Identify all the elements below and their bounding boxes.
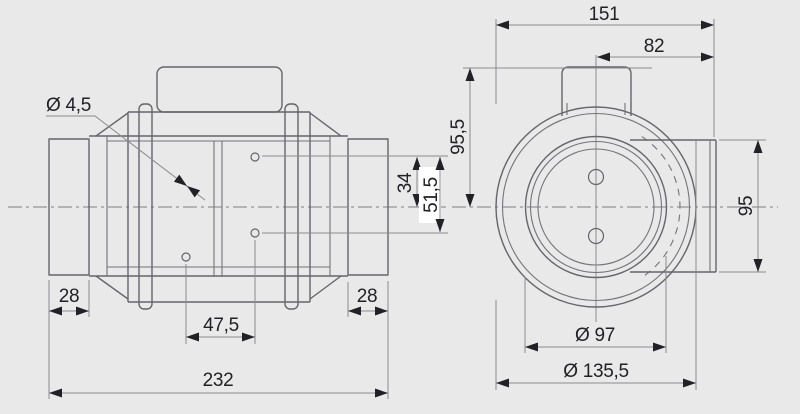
mounting-hole-upper (250, 152, 260, 162)
dim-bracket-hole-spacing-label: 47,5 (203, 315, 239, 336)
duct-spigot (630, 139, 717, 273)
hole-diameter-leader (46, 115, 206, 201)
motor-screw-lower (587, 227, 605, 245)
hole-extension-lines (185, 155, 448, 344)
housing-seam (213, 141, 223, 277)
dim-inlet-diameter-label: Ø 97 (575, 325, 615, 346)
junction-box-front (561, 66, 632, 116)
body-extension-lines (495, 140, 697, 390)
length-extension-lines (48, 280, 389, 399)
clamp-band-left (138, 103, 153, 310)
dim-box-top-to-axis-label: 95,5 (448, 119, 469, 155)
front-view: 151 82 95,5 95 Ø 97 Ø 135,5 (448, 4, 778, 390)
mounting-hole-lower (250, 228, 260, 238)
dim-axis-to-duct-end-label: 82 (644, 36, 665, 57)
leader-point-arrow (173, 174, 201, 198)
bellmouth-ring (529, 140, 663, 274)
side-view: Ø 4,5 34 51,5 47,5 28 28 232 (8, 66, 448, 399)
label-highlight-box (419, 167, 441, 223)
dim-hole-spacing-label: 51,5 (421, 177, 442, 213)
dim-overall-length-label: 232 (203, 370, 234, 391)
clamp-band-right (284, 103, 299, 310)
dim-collar-right-label: 28 (357, 286, 378, 307)
dim-collar-left-label: 28 (59, 286, 80, 307)
duct-body-inner-line (107, 140, 330, 268)
dim-body-diameter-label: Ø 135,5 (563, 361, 629, 382)
inlet-extension-lines (524, 256, 667, 353)
motor-screw-upper (587, 168, 605, 186)
junction-box-feet (566, 103, 626, 115)
dim-hole-diameter-label: Ø 4,5 (46, 95, 91, 116)
dim-hole-to-axis-label: 34 (395, 172, 416, 193)
width-extension-lines (495, 19, 715, 137)
duct-body-outline (89, 135, 348, 277)
duct-collar-right (347, 138, 389, 276)
inlet-opening-circle (524, 135, 668, 279)
hidden-scroll-arc (641, 136, 681, 278)
dim-overall-width-label: 151 (589, 4, 620, 25)
junction-box-side (156, 66, 283, 113)
impeller-circle (537, 148, 655, 266)
flange-inner-circle (501, 112, 691, 302)
collar-insertion-lines (106, 136, 331, 276)
cone-transitions (95, 112, 342, 300)
duct-collar-left (48, 138, 90, 276)
mounting-hole-left (181, 252, 191, 262)
dim-duct-outer-diameter-label: 95 (736, 196, 757, 217)
